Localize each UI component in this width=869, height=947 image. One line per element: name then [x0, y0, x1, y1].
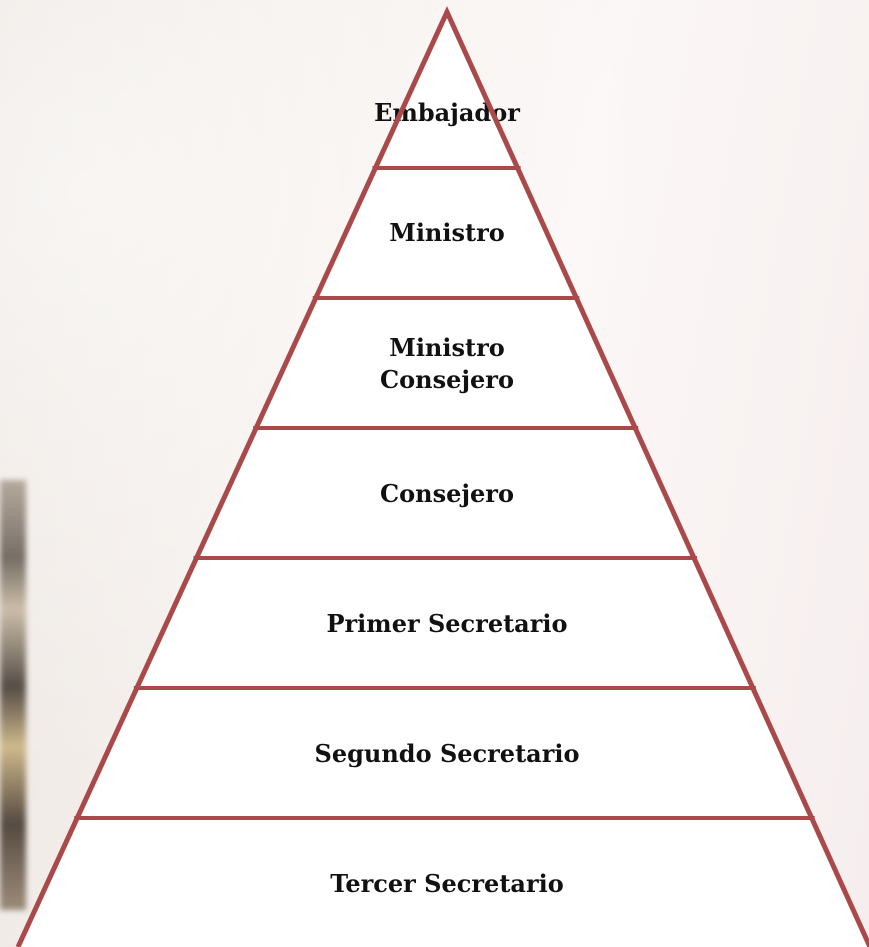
pyramid-body: [18, 12, 869, 947]
level-label-line: Tercer Secretario: [330, 869, 563, 898]
level-label-line: Consejero: [380, 365, 514, 394]
level-label-line: Primer Secretario: [326, 609, 567, 638]
level-label-line: Segundo Secretario: [315, 739, 580, 768]
level-label: Segundo Secretario: [315, 739, 580, 768]
level-label: Ministro: [389, 218, 505, 247]
level-label: Primer Secretario: [326, 609, 567, 638]
level-label: Tercer Secretario: [330, 869, 563, 898]
level-label-line: Consejero: [380, 479, 514, 508]
level-label-line: Ministro: [389, 218, 505, 247]
level-label: Consejero: [380, 479, 514, 508]
level-label-line: Ministro: [389, 333, 505, 362]
pyramid-outline: [15, 5, 869, 947]
